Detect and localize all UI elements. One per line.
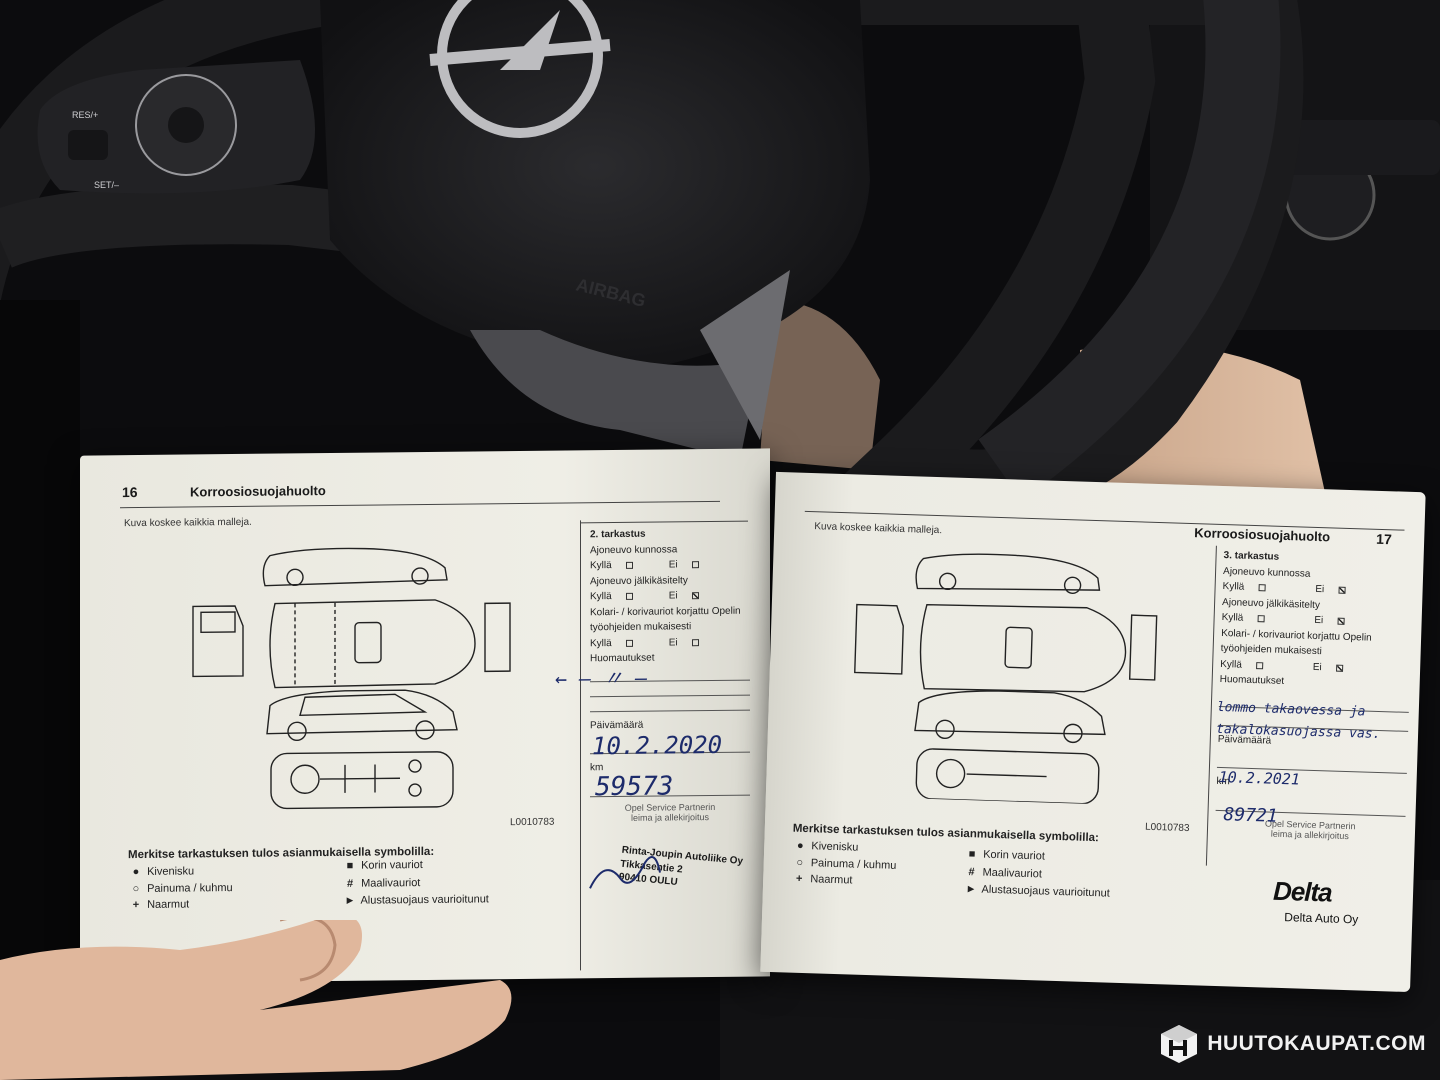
huutokaupat-cube-icon [1161, 1025, 1198, 1063]
page-number: 16 [122, 484, 138, 501]
checkbox[interactable] [1257, 615, 1265, 623]
checkbox-checked[interactable] [1338, 586, 1346, 595]
watermark: HUUTOKAUPAT.COM [1157, 1022, 1426, 1066]
title-rule [120, 500, 720, 509]
checkbox[interactable] [625, 639, 633, 647]
checkbox-checked[interactable] [1335, 664, 1343, 672]
handwritten-date: 10.2.2021 [1218, 767, 1301, 789]
car-damage-diagram [192, 547, 511, 810]
stamp-caption: Opel Service Partnerin leima ja allekirj… [624, 801, 716, 824]
delta-company-name: Delta Auto Oy [1284, 910, 1359, 927]
symbol-legend-2: ■ Korin vauriot # Maalivauriot ► Alustas… [963, 846, 1111, 903]
checkbox[interactable] [625, 593, 633, 601]
symbol-legend-2: ■ Korin vauriot # Maalivauriot ► Alustas… [342, 856, 489, 910]
res-label: RES/+ [72, 110, 98, 120]
condition-label: Ajoneuvo kunnossa [590, 543, 678, 556]
page-subtitle: Kuva koskee kaikkia malleja. [814, 521, 943, 537]
booklet-right-page: Kuva koskee kaikkia malleja. Korroosiosu… [760, 471, 1426, 993]
handwritten-km: 89721 [1223, 804, 1278, 827]
checkbox[interactable] [1258, 584, 1266, 592]
checkbox-checked[interactable] [1337, 617, 1345, 626]
checkbox[interactable] [691, 638, 699, 646]
handwritten-date: 10.2.2020 [592, 730, 723, 761]
set-label: SET/– [94, 180, 119, 190]
car-damage-diagram [854, 553, 1158, 805]
watermark-text: HUUTOKAUPAT.COM [1207, 1032, 1426, 1055]
handwritten-km: 59573 [595, 771, 674, 803]
res-set-rocker-icon [68, 130, 108, 160]
condition-checkboxes: Kyllä Ei [590, 557, 750, 574]
legend-item: ■ Korin vauriot [346, 859, 423, 872]
checkbox[interactable] [691, 561, 699, 569]
page-number: 17 [1375, 530, 1393, 548]
delta-logo: Delta [1272, 875, 1333, 908]
page-subtitle: Kuva koskee kaikkia malleja. [124, 516, 252, 530]
legend-item: # Maalivauriot [346, 876, 421, 890]
page-title: Korroosiosuojahuolto [190, 483, 326, 500]
inspection-heading: 2. tarkastus [590, 528, 646, 541]
diagram-code: L0010783 [510, 816, 555, 829]
legend-item: ► Alustasuojaus vaurioitunut [965, 883, 1110, 900]
holding-hand [0, 920, 512, 1080]
checkbox[interactable] [1255, 661, 1263, 670]
diagram-code: L0010783 [1144, 821, 1190, 835]
checkbox[interactable] [625, 562, 633, 570]
page-title: Korroosiosuojahuolto [1194, 525, 1331, 545]
signature-scribble [589, 856, 661, 889]
checkbox-checked[interactable] [691, 592, 699, 600]
legend-item: ► Alustasuojaus vaurioitunut [344, 893, 489, 908]
handwritten-remarks: ← — 〃 — [555, 665, 648, 691]
repair-label: Kolari- / korivauriot korjattu Opelin [590, 605, 741, 618]
treated-label: Ajoneuvo jälkikäsitelty [590, 574, 688, 587]
booklet-left-page: 16 Korroosiosuojahuolto Kuva koskee kaik… [80, 448, 770, 984]
inspection-form: 3. tarkastus Ajoneuvo kunnossa Kyllä Ei … [1215, 548, 1414, 844]
